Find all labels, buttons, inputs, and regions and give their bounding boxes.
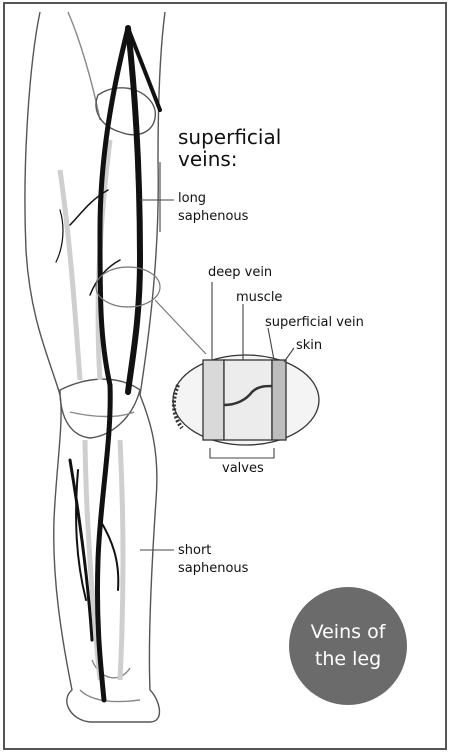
deep-vein-label: deep vein <box>208 264 272 282</box>
muscle-label: muscle <box>236 289 282 307</box>
short-saphenous-label: short saphenous <box>178 542 258 578</box>
vein-cross-section <box>173 355 319 445</box>
title-badge-text: Veins of the leg <box>308 619 388 673</box>
skin-label: skin <box>296 337 322 355</box>
valves-label: valves <box>222 460 264 478</box>
superficial-vein-label: superficial vein <box>265 314 364 332</box>
long-saphenous-label: long saphenous <box>178 190 258 226</box>
title-badge: Veins of the leg <box>289 587 407 705</box>
bone-shading <box>60 140 123 680</box>
femoral-vein <box>128 28 140 392</box>
superficial-veins-label: superficial veins: <box>178 126 278 170</box>
